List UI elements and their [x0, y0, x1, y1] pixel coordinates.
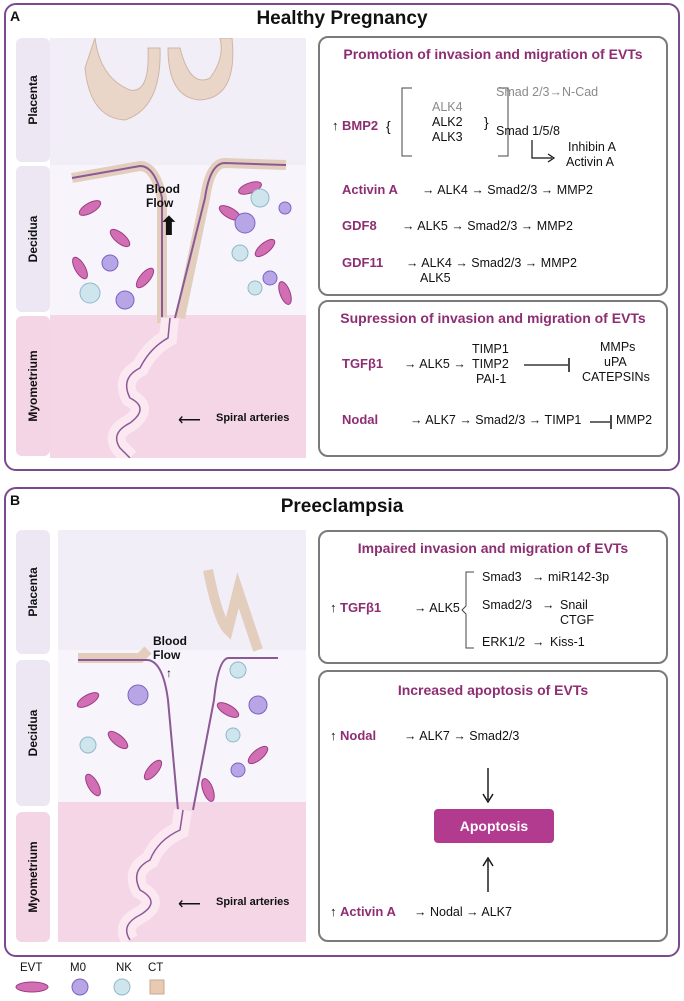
- legend-nk-icon: [113, 978, 131, 996]
- activin-b-path: → Nodal → ALK7: [414, 905, 512, 919]
- legend-evt-icon: [15, 981, 49, 993]
- smad23-b-arrow: →: [542, 598, 555, 612]
- panel-b-region-myometrium: Myometrium: [16, 812, 50, 942]
- nodal-b-up-arrow: ↑: [330, 728, 337, 743]
- tgfb1-b-up-arrow: ↑: [330, 600, 337, 615]
- panel-a-spiral-label: Spiral arteries: [216, 412, 290, 424]
- panel-b-region-placenta: Placenta: [16, 530, 50, 654]
- gdf8-path: → ALK5 → Smad2/3 → MMP2: [402, 219, 573, 233]
- panel-a-blood-flow-label: Blood Flow: [146, 182, 180, 210]
- panel-b-letter: B: [10, 492, 21, 508]
- bmp2-brace: {: [386, 118, 391, 134]
- activin-b-up-arrow: ↑: [330, 904, 337, 919]
- panel-b-blood-flow-label: Blood Flow: [153, 634, 187, 662]
- legend-nk-label: NK: [116, 962, 132, 974]
- nodal-label: Nodal: [342, 412, 379, 427]
- panel-a-title: Healthy Pregnancy: [256, 8, 428, 29]
- nodal-b-path: → ALK7 → Smad2/3: [404, 729, 520, 743]
- panel-b-spiral-arrow: ⟵: [178, 896, 201, 913]
- nodal-b-label: Nodal: [340, 728, 377, 743]
- erk-label: ERK1/2: [482, 635, 526, 649]
- panel-a-frame: [4, 3, 680, 471]
- apoptosis-node: Apoptosis: [434, 809, 554, 843]
- mmp2-label: MMP2: [616, 413, 653, 427]
- mir-label: miR142-3p: [548, 570, 610, 584]
- timp2-label: TIMP2: [472, 357, 509, 371]
- panel-a-region-decidua: Decidua: [16, 166, 50, 312]
- panel-a-region-myometrium: Myometrium: [16, 316, 50, 456]
- activin-a-label: Activin A: [342, 182, 398, 197]
- panel-b-region-decidua: Decidua: [16, 660, 50, 806]
- nodal-inhibition-bar: [590, 415, 612, 429]
- alk4-label: ALK4: [432, 100, 463, 114]
- legend-evt-label: EVT: [20, 962, 43, 974]
- smad3-label: Smad3: [482, 570, 522, 584]
- activin-output-label: Activin A: [566, 155, 614, 169]
- panel-a-tissue: Blood Flow ⬆ ⟵ Spiral arteries: [50, 38, 306, 458]
- alk2-label: ALK2: [432, 115, 463, 129]
- tgfb1-arrow: → ALK5 →: [404, 357, 466, 371]
- tgfb1-label: TGFβ1: [342, 356, 384, 371]
- snail-label: Snail: [560, 598, 588, 612]
- legend-m0-label: M0: [70, 962, 86, 974]
- upa-label: uPA: [604, 355, 627, 369]
- alk-brace: }: [484, 114, 489, 130]
- smad23-b-label: Smad2/3: [482, 598, 533, 612]
- panel-b-impaired-box: Impaired invasion and migration of EVTs …: [318, 530, 668, 664]
- panel-a-suppression-box: Supression of invasion and migration of …: [318, 300, 668, 457]
- tgfb1-b-label: TGFβ1: [340, 600, 382, 615]
- promotion-title: Promotion of invasion and migration of E…: [343, 46, 643, 62]
- inhibin-label: Inhibin A: [568, 140, 616, 154]
- gdf11-alk5-label: ALK5: [420, 271, 451, 285]
- bmp2-label: BMP2: [342, 118, 379, 133]
- catepsins-label: CATEPSINs: [582, 370, 650, 384]
- panel-a-blood-flow-arrow: ⬆: [158, 211, 180, 241]
- panel-b-spiral-label: Spiral arteries: [216, 896, 290, 908]
- tgfb1-b-alk5: → ALK5: [414, 601, 460, 615]
- apoptosis-box-title: Increased apoptosis of EVTs: [397, 682, 589, 698]
- panel-b-frame: [4, 487, 680, 957]
- panel-a-region-placenta: Placenta: [16, 38, 50, 162]
- tgfb1-inhibition-bar: [524, 358, 570, 372]
- panel-b-apoptosis-box: Increased apoptosis of EVTs ↑ Nodal → AL…: [318, 670, 668, 942]
- nodal-path: → ALK7 → Smad2/3 → TIMP1: [410, 413, 582, 427]
- gdf11-label: GDF11: [342, 255, 384, 270]
- smad3-arrow: →: [532, 570, 545, 584]
- panel-a-spiral-arrow: ⟵: [178, 412, 201, 429]
- smad158-label: Smad 1/5/8: [496, 124, 560, 138]
- legend-m0-icon: [71, 978, 89, 996]
- bmp2-up-arrow: ↑: [332, 118, 339, 133]
- kiss-label: Kiss-1: [550, 635, 585, 649]
- timp1-label: TIMP1: [472, 342, 509, 356]
- panel-b-title: Preeclampsia: [280, 496, 404, 517]
- ctgf-label: CTGF: [560, 613, 595, 627]
- arrow-down-to-apoptosis: [482, 768, 494, 804]
- smad23-ncad-label: Smad 2/3→N-Cad: [496, 85, 599, 99]
- panel-a-letter: A: [10, 8, 21, 24]
- pai1-label: PAI-1: [476, 372, 507, 386]
- gdf8-label: GDF8: [342, 218, 377, 233]
- impaired-title: Impaired invasion and migration of EVTs: [357, 540, 629, 556]
- mmps-label: MMPs: [600, 340, 636, 354]
- panel-b-tissue: Blood Flow ↑ ⟵ Spiral arteries: [58, 530, 306, 942]
- activin-a-path: → ALK4 → Smad2/3 → MMP2: [422, 183, 593, 197]
- activin-b-label: Activin A: [340, 904, 396, 919]
- arrow-up-to-apoptosis: [482, 856, 494, 892]
- suppression-title: Supression of invasion and migration of …: [340, 310, 646, 326]
- legend-ct-label: CT: [148, 962, 164, 974]
- gdf11-path: → ALK4 → Smad2/3 → MMP2: [406, 256, 577, 270]
- legend-ct-icon: [149, 979, 165, 995]
- erk-arrow: →: [532, 635, 545, 649]
- alk3-label: ALK3: [432, 130, 463, 144]
- panel-a-promotion-box: Promotion of invasion and migration of E…: [318, 36, 668, 296]
- panel-b-blood-flow-arrow: ↑: [166, 666, 172, 680]
